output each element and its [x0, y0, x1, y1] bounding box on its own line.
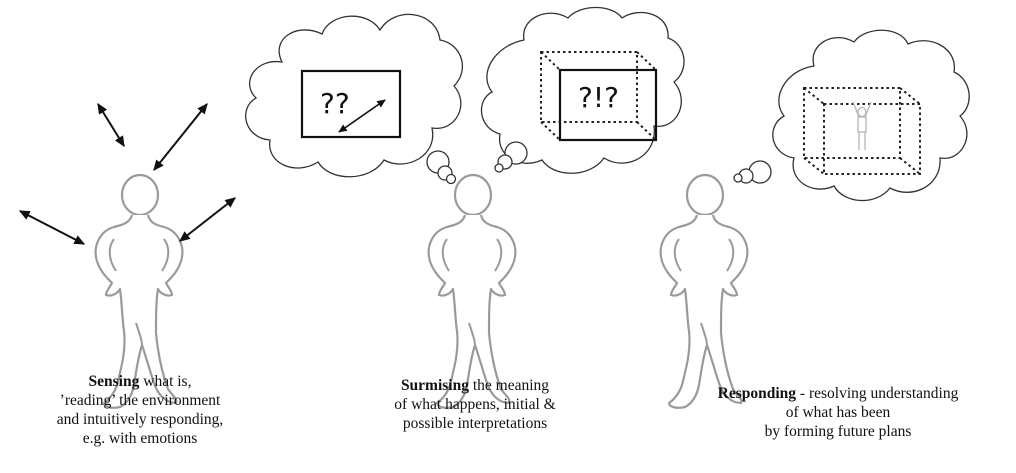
- surmising-figure: [427, 173, 517, 409]
- question-frame: [300, 69, 402, 139]
- dotted-cube: [540, 51, 657, 141]
- sensing-caption-line-4: e.g. with emotions: [82, 430, 198, 447]
- sensing-arrows: [18, 102, 236, 245]
- arrow-lower-left: [18, 210, 86, 245]
- sensing-caption: Sensing what is, ’reading’ the environme…: [0, 372, 280, 448]
- surmising-caption-line-1: the meaning: [469, 377, 550, 394]
- arrow-upper-left: [97, 102, 125, 148]
- exclaim-frame: [558, 68, 658, 142]
- resolved-cube: [803, 87, 921, 175]
- surmising-caption-line-2: of what happens, initial &: [394, 396, 556, 413]
- responding-caption: Responding - resolving understanding of …: [660, 384, 1016, 441]
- responding-bubble-text: ?!?: [578, 81, 619, 114]
- sensing-caption-line-2: ’reading’ the environment: [59, 392, 221, 409]
- responding-caption-line-1: - resolving understanding: [796, 385, 959, 402]
- sensing-caption-line-3: and intuitively responding,: [56, 411, 224, 428]
- surmising-bubble-text: ??: [320, 87, 350, 120]
- sensing-caption-line-1: what is,: [139, 373, 192, 390]
- arrow-lower-right: [179, 197, 236, 242]
- surmising-caption-line-3: possible interpretations: [402, 415, 548, 432]
- responding-caption-line-3: by forming future plans: [764, 423, 912, 440]
- diagonal-arrow: [338, 99, 386, 133]
- surmising-keyword: Surmising: [400, 377, 469, 394]
- responding-figure: [659, 173, 749, 409]
- surmising-thought-cloud: ??: [245, 13, 464, 185]
- responding-caption-line-2: of what has been: [785, 404, 891, 421]
- responding-keyword: Responding: [717, 385, 797, 402]
- responding-thought-cloud: [733, 29, 970, 202]
- interpretation-thought-cloud: ?!?: [480, 6, 685, 174]
- sensing-keyword: Sensing: [88, 373, 140, 390]
- surmising-caption: Surmising the meaning of what happens, i…: [345, 376, 605, 433]
- arrow-upper-right: [153, 103, 208, 171]
